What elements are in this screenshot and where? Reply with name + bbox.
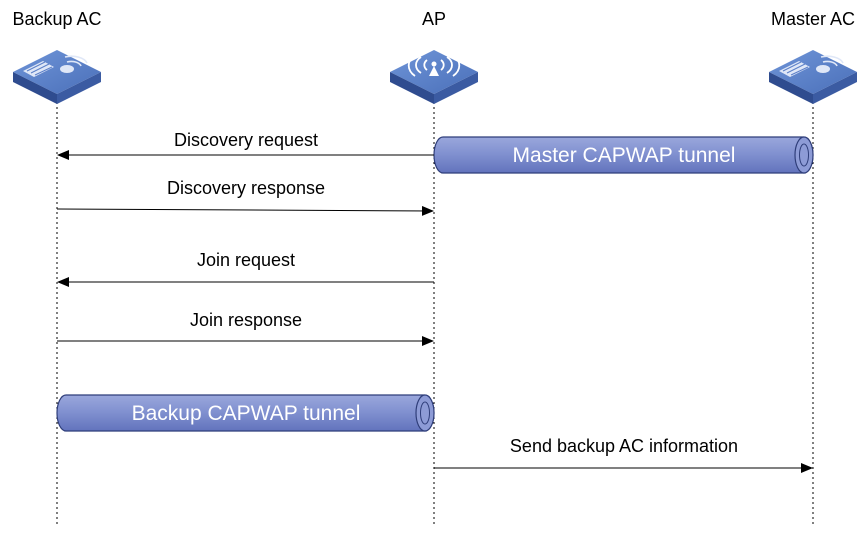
- discovery-response-label: Discovery response: [167, 178, 325, 198]
- send-backup-info-label: Send backup AC information: [510, 436, 738, 456]
- discovery-request-label: Discovery request: [174, 130, 318, 150]
- join-request-message: Join request: [57, 250, 434, 287]
- wireless-ac-icon: [769, 50, 857, 104]
- discovery-response-message: Discovery response: [56, 178, 434, 216]
- discovery-request-message: Discovery request: [57, 130, 434, 160]
- master-capwap-tunnel: Master CAPWAP tunnel: [433, 136, 814, 174]
- backup-tunnel-label: Backup CAPWAP tunnel: [132, 402, 361, 425]
- ap-label: AP: [422, 9, 446, 29]
- send-backup-info-message: Send backup AC information: [434, 436, 813, 473]
- master-ac-label: Master AC: [771, 9, 855, 29]
- join-response-message: Join response: [57, 310, 434, 346]
- access-point-icon: [390, 50, 478, 104]
- wireless-ac-icon: [13, 50, 101, 104]
- join-response-label: Join response: [190, 310, 302, 330]
- backup-ac-label: Backup AC: [12, 9, 101, 29]
- backup-capwap-tunnel: Backup CAPWAP tunnel: [56, 394, 435, 432]
- master-tunnel-label: Master CAPWAP tunnel: [513, 144, 736, 167]
- join-request-label: Join request: [197, 250, 295, 270]
- discovery-response-arrow: [56, 205, 434, 216]
